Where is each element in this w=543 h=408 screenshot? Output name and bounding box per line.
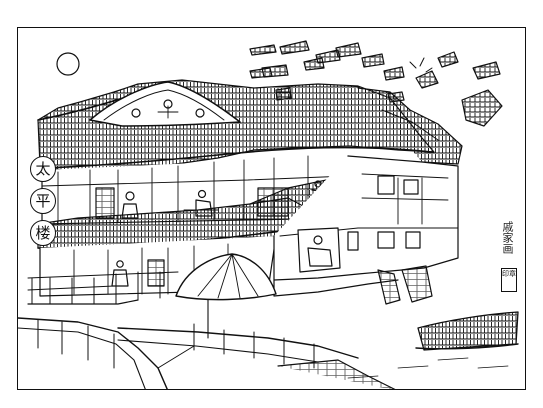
teahouse-line-drawing (18, 40, 519, 389)
water-ripples (347, 357, 509, 379)
seal-text: 印章 (502, 270, 516, 278)
moon (56, 52, 80, 76)
artwork-frame: 太 平 楼 戚家画 印章 (17, 27, 526, 390)
teahouse-sign: 太 平 楼 (30, 156, 60, 252)
boat (415, 311, 519, 351)
railings-bridge (18, 271, 396, 389)
gable-pediment (89, 81, 241, 127)
artist-signature: 戚家画 (501, 221, 514, 254)
sky-tile-clusters (249, 40, 503, 127)
sign-character: 太 (30, 156, 56, 182)
sign-character: 楼 (30, 220, 56, 246)
artist-seal: 印章 (501, 268, 517, 292)
parasol (175, 253, 277, 339)
sign-character: 平 (30, 188, 56, 214)
right-tower (273, 155, 459, 305)
